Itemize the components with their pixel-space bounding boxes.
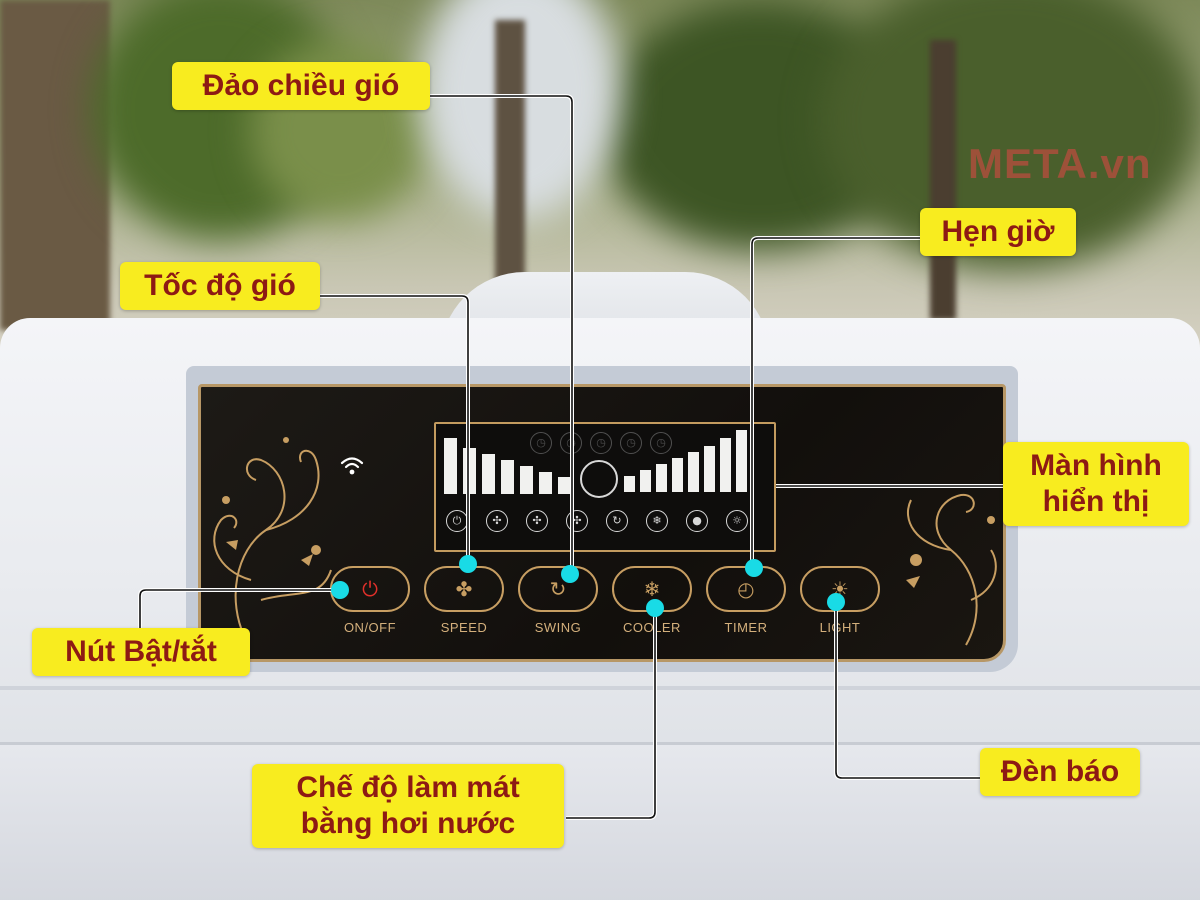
speed-bars-right xyxy=(624,430,754,492)
callout-cooler: Chế độ làm mát bằng hơi nước xyxy=(252,764,564,848)
lcd-bar xyxy=(656,464,667,492)
snowflake-icon: ❄ xyxy=(646,510,668,532)
callout-display-line2: hiển thị xyxy=(1042,485,1150,518)
callout-display-line1: Màn hình xyxy=(1030,449,1162,482)
speed-button-label: SPEED xyxy=(440,620,488,635)
marker-dot-light xyxy=(827,593,845,611)
lcd-bar xyxy=(736,430,747,492)
lcd-bar xyxy=(520,466,533,494)
timer-icon: ◷ xyxy=(590,432,612,454)
clock-icon: ◴ xyxy=(737,577,755,601)
cooler-button-label: COOLER xyxy=(623,620,681,635)
lcd-bar xyxy=(501,460,514,494)
lcd-bar xyxy=(539,472,552,494)
lcd-bar xyxy=(688,452,699,492)
fan-display-icon xyxy=(580,460,618,498)
marker-dot-swing xyxy=(561,565,579,583)
swing-icon: ↻ xyxy=(606,510,628,532)
lcd-bar xyxy=(624,476,635,492)
marker-dot-timer xyxy=(745,559,763,577)
fan-icon: ✣ xyxy=(526,510,548,532)
callout-power: Nút Bật/tắt xyxy=(32,628,250,676)
droplet-icon: ● xyxy=(686,510,708,532)
onoff-button-label: ON/OFF xyxy=(343,620,397,635)
callout-timer: Hẹn giờ xyxy=(920,208,1076,256)
callout-speed: Tốc độ gió xyxy=(120,262,320,310)
tree-trunk xyxy=(495,20,525,310)
watermark-text: META.vn xyxy=(968,140,1152,187)
floral-decoration-right xyxy=(906,493,997,646)
fan-icon: ✣ xyxy=(486,510,508,532)
wifi-icon xyxy=(338,452,366,480)
snowflake-icon: ❄ xyxy=(643,577,661,601)
callout-light: Đèn báo xyxy=(980,748,1140,796)
marker-dot-cooler xyxy=(646,599,664,617)
clock-icon: ◷ xyxy=(530,432,552,454)
swing-icon: ↻ xyxy=(549,577,567,601)
lcd-display: ◷ ◷ ◷ ◷ ◷ ⏻✣✣✣↻❄●☼ xyxy=(434,422,776,552)
callout-swing: Đảo chiều gió xyxy=(172,62,430,110)
fan-icon: ✣ xyxy=(566,510,588,532)
light-button-label: LIGHT xyxy=(819,620,861,635)
lcd-bar xyxy=(444,438,457,494)
lcd-bar xyxy=(672,458,683,492)
lcd-bar xyxy=(482,454,495,494)
tree-trunk xyxy=(0,0,110,330)
marker-dot-speed xyxy=(459,555,477,573)
timer-icon: ◷ xyxy=(650,432,672,454)
tree-trunk xyxy=(930,40,956,320)
swing-button[interactable]: ↻ xyxy=(518,566,598,612)
swing-button-label: SWING xyxy=(534,620,582,635)
floral-decoration-left xyxy=(213,437,332,641)
callout-cooler-line1: Chế độ làm mát xyxy=(296,771,520,804)
callout-display: Màn hình hiển thị xyxy=(1003,442,1189,526)
timer-button-label: TIMER xyxy=(724,620,768,635)
lcd-bar xyxy=(558,477,571,494)
marker-dot-power xyxy=(331,581,349,599)
lcd-bar xyxy=(720,438,731,492)
callout-cooler-line2: bằng hơi nước xyxy=(300,807,516,840)
lcd-icon-row: ⏻✣✣✣↻❄●☼ xyxy=(446,510,766,536)
timer-icon: ◷ xyxy=(620,432,642,454)
bulb-icon: ☼ xyxy=(726,510,748,532)
body-groove xyxy=(0,686,1200,690)
power-icon: ⏻ xyxy=(362,577,378,601)
fan-icon: ✤ xyxy=(455,577,473,601)
lcd-bar xyxy=(704,446,715,492)
lcd-bar xyxy=(640,470,651,492)
